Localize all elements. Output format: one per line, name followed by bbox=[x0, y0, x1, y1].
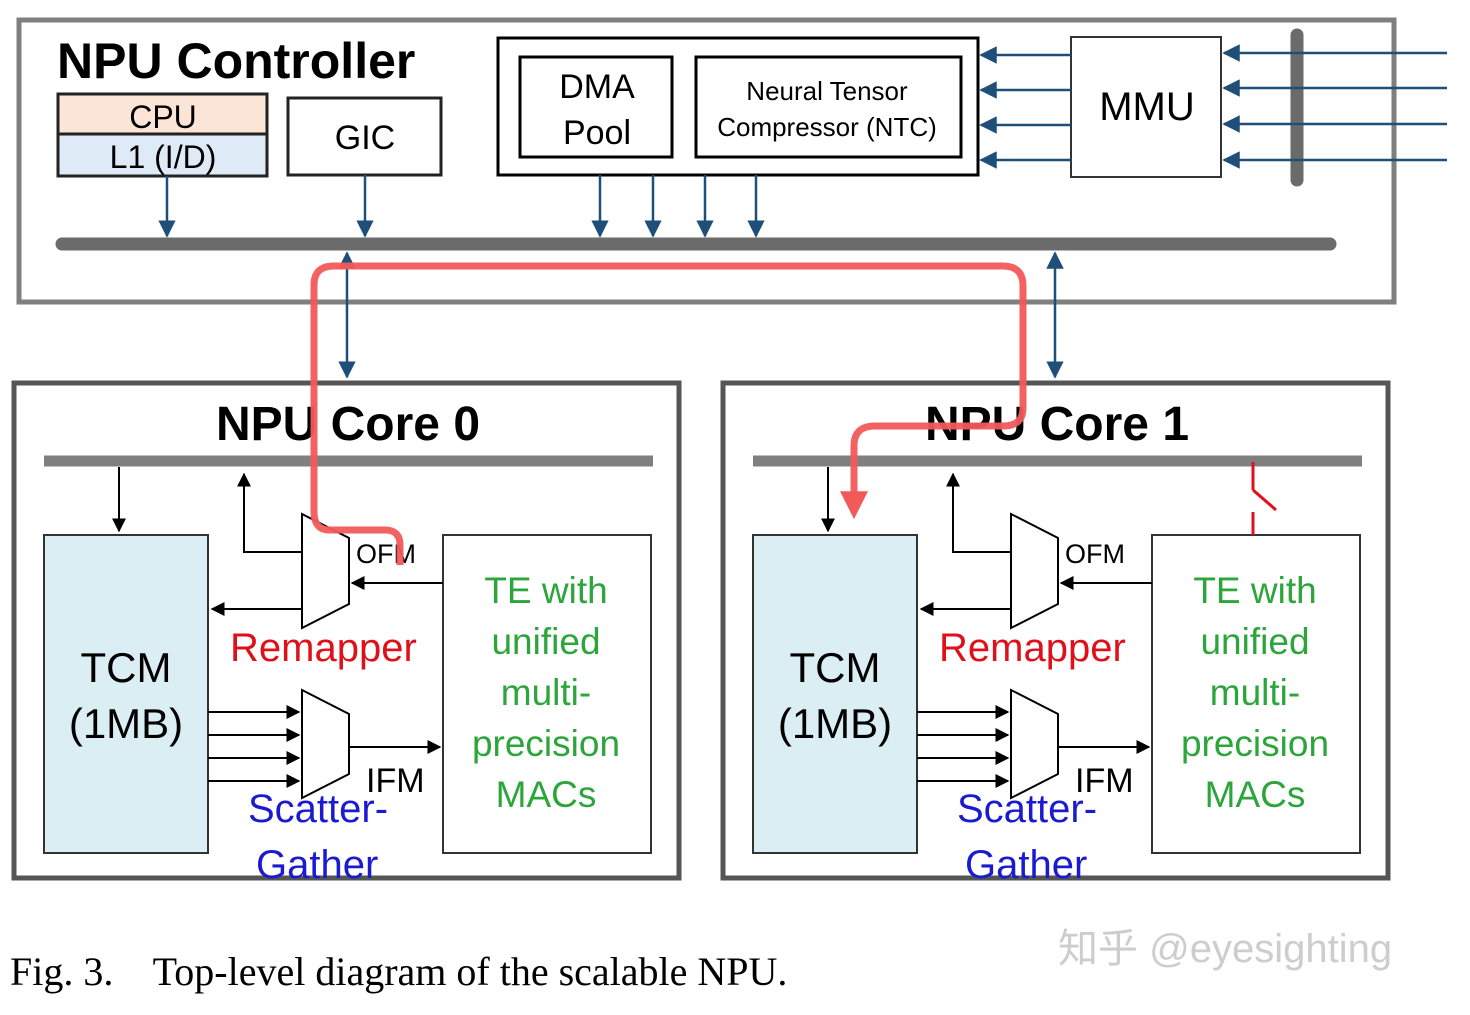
watermark: 知乎 @eyesighting bbox=[1058, 927, 1392, 971]
core-0-ifm-label: IFM bbox=[366, 762, 425, 800]
core-0-scatter-line2: Gather bbox=[256, 843, 378, 887]
core-1-te-line-3: precision bbox=[1181, 723, 1329, 764]
core-0-arrows bbox=[112, 467, 443, 788]
cpu-label: CPU bbox=[129, 99, 197, 135]
data-flow-path bbox=[310, 262, 1027, 565]
core-0-tensor-engine bbox=[442, 534, 652, 854]
core-0-title: NPU Core 0 bbox=[216, 398, 480, 451]
core-0-tcm bbox=[43, 534, 209, 854]
core-1-scatter-line1: Scatter- bbox=[957, 787, 1097, 831]
core-0-tcm-line1: TCM bbox=[81, 644, 172, 691]
npu-core-0: NPU Core 0 TCM (1MB) TE with unified mul… bbox=[11, 380, 682, 887]
core-bus-links bbox=[338, 251, 1064, 379]
mmu-box bbox=[1070, 36, 1222, 178]
npu-core-1: NPU Core 1 TCM (1MB) TE with unified mul… bbox=[720, 380, 1391, 887]
ntc-box bbox=[694, 55, 963, 159]
core-0-te-line-1: unified bbox=[491, 621, 600, 662]
dma-label-line2: Pool bbox=[563, 114, 631, 152]
core-0-te-line-0: TE with bbox=[484, 570, 607, 611]
core-1-te-line-2: multi- bbox=[1210, 672, 1300, 713]
npu-controller: NPU Controller CPU L1 (I/D) GIC DMA Pool… bbox=[16, 17, 1447, 305]
external-to-mmu-arrows bbox=[1222, 44, 1447, 169]
core-0-te-line-2: multi- bbox=[501, 672, 591, 713]
gic-label: GIC bbox=[335, 119, 395, 157]
core-0-scatter-mux bbox=[301, 688, 350, 800]
dma-pool-box bbox=[518, 55, 674, 159]
ntc-label-line2: Compressor (NTC) bbox=[717, 112, 937, 142]
core-1-tcm bbox=[752, 534, 918, 854]
ntc-label-line1: Neural Tensor bbox=[746, 76, 908, 106]
core-0-tcm-line2: (1MB) bbox=[69, 700, 183, 747]
figure-caption: Fig. 3. Top-level diagram of the scalabl… bbox=[10, 949, 787, 994]
core-1-te-line-1: unified bbox=[1200, 621, 1309, 662]
mmu-to-dma-arrows bbox=[979, 46, 1071, 169]
core-0-te-line-3: precision bbox=[472, 723, 620, 764]
core-0-te-line-4: MACs bbox=[496, 774, 597, 815]
bus-down-arrows bbox=[158, 175, 765, 238]
core-1-tcm-line2: (1MB) bbox=[778, 700, 892, 747]
core-1-ofm-label: OFM bbox=[1065, 539, 1125, 569]
controller-title: NPU Controller bbox=[57, 33, 415, 89]
core-1-ifm-label: IFM bbox=[1075, 762, 1134, 800]
core-1-remapper-mux bbox=[1010, 512, 1059, 630]
mmu-label: MMU bbox=[1099, 85, 1195, 129]
core-0-remapper-label: Remapper bbox=[230, 626, 417, 670]
core-1-te-line-4: MACs bbox=[1205, 774, 1306, 815]
core-1-scatter-mux bbox=[1010, 688, 1059, 800]
core-1-arrows bbox=[821, 467, 1152, 788]
core-1-te-line-0: TE with bbox=[1193, 570, 1316, 611]
core-1-scatter-line2: Gather bbox=[965, 843, 1087, 887]
core-1-remapper-label: Remapper bbox=[939, 626, 1126, 670]
l1-cache-box bbox=[56, 132, 269, 178]
core-1-tcm-line1: TCM bbox=[790, 644, 881, 691]
dma-label-line1: DMA bbox=[559, 68, 635, 106]
l1-cache-label: L1 (I/D) bbox=[110, 139, 217, 175]
core-1-tensor-engine bbox=[1151, 534, 1361, 854]
core-1-switch-icon bbox=[1251, 462, 1277, 535]
core-0-scatter-line1: Scatter- bbox=[248, 787, 388, 831]
gic-box bbox=[286, 96, 443, 177]
core-0-ofm-label: OFM bbox=[356, 539, 416, 569]
